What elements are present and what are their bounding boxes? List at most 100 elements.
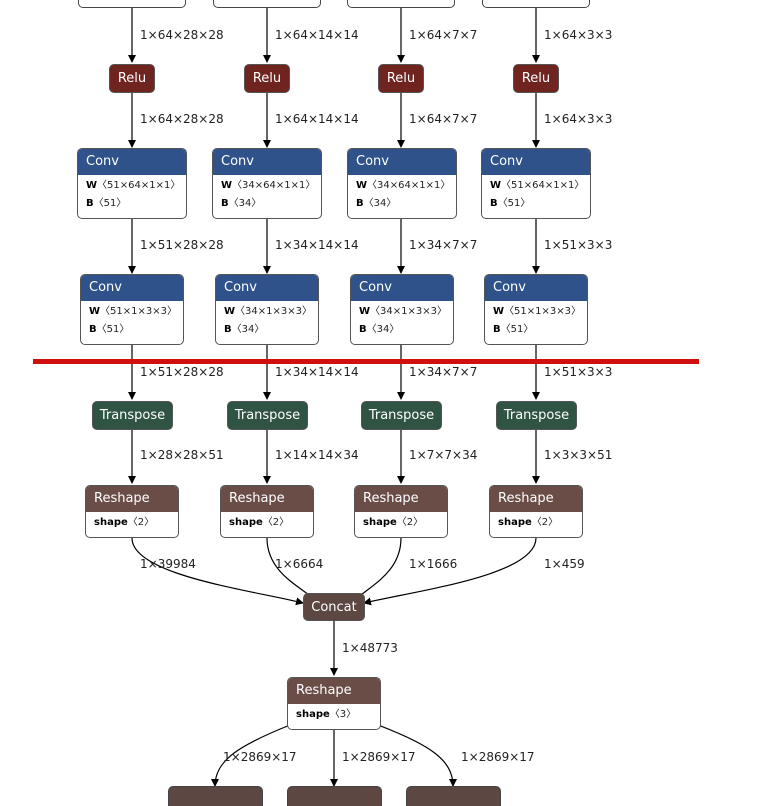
attr-key: B [221, 198, 229, 209]
downstream-node-stub[interactable] [406, 786, 501, 806]
attr-value: 〈34〉 [228, 198, 262, 209]
relu-node[interactable]: Relu [378, 64, 424, 93]
conv-node-pointwise-attributes: W〈34×64×1×1〉B〈34〉 [213, 175, 321, 213]
conv-node-depthwise-attr-row: B〈34〉 [359, 321, 445, 339]
attr-key: shape [296, 709, 330, 720]
edge-label-conv2: 1×34×14×14 [275, 365, 359, 379]
edge-label-reshape: 1×6664 [275, 557, 324, 571]
attr-key: B [224, 324, 232, 335]
attr-value: 〈51×1×3×3〉 [100, 306, 177, 317]
edge-reshape-concat [131, 537, 304, 606]
edge-label-transpose: 1×14×14×34 [275, 448, 359, 462]
reshape-node-attributes: shape〈2〉 [490, 512, 582, 532]
attr-key: W [224, 306, 236, 317]
transpose-node[interactable]: Transpose [227, 401, 308, 430]
reshape-node-title: Reshape [86, 486, 178, 512]
concat-node[interactable]: Concat [303, 593, 365, 621]
edge-label-top: 1×64×28×28 [140, 28, 224, 42]
relu-node[interactable]: Relu [244, 64, 290, 93]
attr-key: W [493, 306, 505, 317]
upstream-node-stub[interactable]: B [482, 0, 590, 8]
transpose-node-label: Transpose [503, 408, 570, 423]
conv-node-pointwise-title: Conv [213, 149, 321, 175]
edge-output [211, 724, 291, 787]
attr-value: 〈34×1×3×3〉 [235, 306, 312, 317]
conv-node-pointwise-attr-row: B〈51〉 [490, 195, 582, 213]
conv-node-pointwise-attr-row: B〈34〉 [356, 195, 448, 213]
relu-node-label: Relu [521, 71, 551, 86]
conv-node-depthwise-attr-row: B〈51〉 [493, 321, 579, 339]
edge-reshape-concat [363, 537, 537, 606]
cut-marker-line [33, 359, 699, 364]
attr-value: 〈3〉 [329, 709, 357, 720]
final-reshape-node-attributes: shape〈3〉 [288, 704, 380, 724]
attr-key: shape [94, 517, 128, 528]
conv-node-pointwise-attr-row: W〈51×64×1×1〉 [490, 177, 584, 195]
transpose-node[interactable]: Transpose [361, 401, 442, 430]
attr-value: 〈34〉 [231, 324, 265, 335]
upstream-node-stub[interactable]: B [347, 0, 455, 8]
edge-label-output: 1×2869×17 [223, 750, 297, 764]
edge-label-conv1: 1×51×3×3 [544, 238, 613, 252]
conv-node-depthwise-attributes: W〈51×1×3×3〉B〈51〉 [81, 301, 183, 339]
attr-value: 〈34〉 [366, 324, 400, 335]
downstream-node-stub[interactable] [287, 786, 382, 806]
edge-label-relu: 1×64×7×7 [409, 112, 478, 126]
upstream-node-stub[interactable]: B [78, 0, 186, 8]
attr-key: W [221, 180, 233, 191]
edge-label-transpose: 1×7×7×34 [409, 448, 478, 462]
attr-key: shape [498, 517, 532, 528]
conv-node-pointwise-attr-row: B〈34〉 [221, 195, 313, 213]
relu-node[interactable]: Relu [109, 64, 155, 93]
attr-key: W [89, 306, 101, 317]
conv-node-pointwise-attributes: W〈51×64×1×1〉B〈51〉 [482, 175, 590, 213]
attr-value: 〈34×64×1×1〉 [232, 180, 316, 191]
edge-label-relu: 1×64×28×28 [140, 112, 224, 126]
downstream-node-stub[interactable] [168, 786, 263, 806]
attr-key: W [490, 180, 502, 191]
attr-key: W [356, 180, 368, 191]
attr-value: 〈51〉 [96, 324, 130, 335]
conv-node-depthwise-attr-row: W〈51×1×3×3〉 [89, 303, 177, 321]
edge-label-conv2: 1×34×7×7 [409, 365, 478, 379]
conv-node-pointwise-attributes: W〈34×64×1×1〉B〈34〉 [348, 175, 456, 213]
attr-value: 〈34〉 [363, 198, 397, 209]
attr-key: shape [363, 517, 397, 528]
attr-key: B [359, 324, 367, 335]
edge-label-top: 1×64×7×7 [409, 28, 478, 42]
attr-key: W [359, 306, 371, 317]
conv-node-pointwise-title: Conv [482, 149, 590, 175]
attr-value: 〈51〉 [497, 198, 531, 209]
edge-label-reshape: 1×39984 [140, 557, 196, 571]
conv-node-depthwise-title: Conv [485, 275, 587, 301]
attr-key: W [86, 180, 98, 191]
attr-key: shape [229, 517, 263, 528]
attr-value: 〈2〉 [531, 517, 559, 528]
conv-node-pointwise-attr-row: B〈51〉 [86, 195, 178, 213]
relu-node[interactable]: Relu [513, 64, 559, 93]
transpose-node[interactable]: Transpose [496, 401, 577, 430]
attr-value: 〈51×1×3×3〉 [504, 306, 581, 317]
transpose-node-label: Transpose [368, 408, 435, 423]
edge-label-transpose: 1×28×28×51 [140, 448, 224, 462]
transpose-node-label: Transpose [234, 408, 301, 423]
transpose-node[interactable]: Transpose [92, 401, 173, 430]
upstream-node-stub[interactable]: B [213, 0, 321, 8]
edge-label-conv1: 1×34×7×7 [409, 238, 478, 252]
conv-node-pointwise-attr-row: W〈51×64×1×1〉 [86, 177, 180, 195]
edge-label-relu: 1×64×3×3 [544, 112, 613, 126]
